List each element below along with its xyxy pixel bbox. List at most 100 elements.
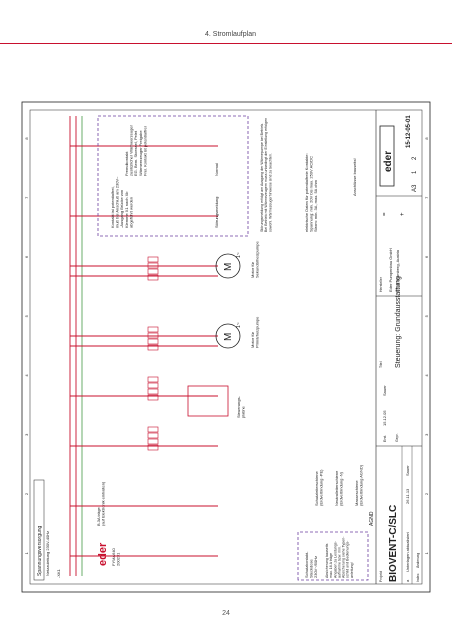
rotated-drawing: 1 1 2 2 3 3 4 4 5 5 6 6 7 7 8 8 Spannungsversorgung Net… [18,98,434,596]
terminal [147,444,159,451]
column-marker-bottom: 6 [424,255,429,258]
titel-value: Steuerung: Grundausstattung [395,276,402,368]
zeichnungsnr: 15-12-05-01 [406,115,412,148]
hersteller-label: Hersteller [379,276,383,292]
terminal [147,326,159,333]
schematic-svg: 1 1 2 2 3 3 4 4 5 5 6 6 7 7 8 8 Spannungsversorgung Net… [21,101,431,593]
title-block: Projekt BIOVENT-C/SLC a Unterlagen aktua… [375,110,422,584]
index-value: a [405,579,410,582]
blatt-value: 1 [412,170,418,174]
header-rule [0,43,452,44]
blatt-von-value: 2 [412,156,418,160]
terminal [147,426,159,433]
header-title: 4. Stromlaufplan [205,31,256,38]
motor-m2-sub: 1~ [236,252,242,258]
external-contact-box [97,115,249,237]
control-board-label: Steuerungs-platine [236,396,246,418]
format-value: A3 [412,184,418,192]
aenderung-value: Unterlagen aktualisiert [405,531,410,572]
page-number: 24 [222,610,230,617]
motor-m2-label: Motor fürSekundärheizpumpe [250,241,260,278]
warn-note: Störungsmeldung erfolgt am Ausgang der W… [260,118,272,232]
motor-m2-letter: M [223,263,234,271]
titel-label: Titel [379,361,383,368]
hersteller-logo: eder [383,151,394,172]
column-marker-top: 4 [24,374,29,377]
equals-symbol: = [382,212,388,216]
column-marker-top: 1 [24,551,29,554]
name-value: Sauer [405,465,410,476]
normal-label: Normal [214,163,219,176]
plus-symbol: + [400,212,406,216]
erst-name: Sauer [382,385,387,396]
column-marker-top: 6 [24,255,29,258]
column-marker-top: 5 [24,314,29,317]
eder-logo-box [379,125,395,187]
kontakt-note: Kontakt ist potentialfrei,muß bei Anschl… [110,176,133,228]
socket-box [297,531,369,581]
column-marker-bottom: 8 [424,137,429,140]
stoerung-label: Störungsmeldung [214,197,219,228]
terminal [147,388,159,395]
gepr-label: Gepr. [395,433,399,442]
socket-label: Schutzkontakt-Steckdose230V~/50Hz [304,551,318,578]
motor-m1 [215,323,241,349]
terminal [147,256,159,263]
frame-inner [29,109,423,585]
terminal [147,344,159,351]
anschluss-note: Anschlüsse bauseits! [352,158,357,196]
agnd-label: AGND [369,511,375,526]
absicherung-note: Absicherung bauseitsmax. 16 A trägeAngab… [325,536,354,578]
terminal [147,262,159,269]
page-header: 4. Stromlaufplan [0,31,452,51]
projekt-label: Projekt [379,571,383,582]
projekt-value: BIOVENT-C/SLC [388,505,399,582]
terminal [147,382,159,389]
frame-outer [21,101,431,593]
column-marker-top: 8 [24,137,29,140]
terminal [147,338,159,345]
schutzleiter-label: Schutzleiterschiene(Erdverbindung -PE) [314,469,324,506]
column-marker-top: 3 [24,433,29,436]
column-marker-bottom: 5 [424,314,429,317]
column-marker-bottom: 3 [424,433,429,436]
column-markers: 1 1 2 2 3 3 4 4 5 5 6 6 7 7 8 8 [24,137,429,555]
potfree-note: elektrische Daten für potentialfreie Kon… [304,153,318,232]
supply-label: Spannungsversorgung [37,525,43,576]
relay-box [187,385,229,417]
terminal [147,376,159,383]
terminal-blocks [147,256,159,451]
column-marker-bottom: 2 [424,492,429,495]
terminal [147,268,159,275]
rcd-label: B.3A träge(auf Elektronik einhalten) [96,481,106,526]
terminal [147,274,159,281]
terminal [147,438,159,445]
terminal [147,432,159,439]
column-marker-bottom: 1 [424,551,429,554]
aenderung-label: Änderung [416,553,420,568]
supply-box [33,479,45,581]
column-marker-top: 2 [24,492,29,495]
circuit-diagram-sheet: 1 1 2 2 3 3 4 4 5 5 6 6 7 7 8 8 Spannungsversorgung Net… [18,98,434,596]
column-marker-bottom: 4 [424,374,429,377]
hersteller-line1: Eder Pumpenbau GmbH [388,248,393,292]
terminal-xk1: -XK1 [56,568,61,578]
eder-model: FYMA640200231 [111,547,121,566]
column-marker-top: 7 [24,196,29,199]
motor-m1-label: Motor fürPrimärheizpumpe [250,316,260,348]
motor-m1-letter: M [223,333,234,341]
masse-label: Masseschiene(Erdverbindung AGND) [354,464,364,506]
index-label: Index [416,573,420,582]
hersteller-line2: 5733 Bramberg, Austria [395,249,400,292]
aussenfuehler-note: Fremdkontaktzusätzlicher WärmeerzeugerEG… [124,124,147,176]
column-marker-bottom: 7 [424,196,429,199]
motor-m2 [215,253,241,279]
supply-sub: Netzzuleitung 230V-40Hz [45,531,50,576]
terminal [147,394,159,401]
erst-label: Erst. [383,435,387,442]
motor-m1-sub: 1~ [236,322,242,328]
vertical-wires [70,145,218,557]
neutralleiter-label: Neutralleiterschiene(Erdverbindung -N) [334,470,344,506]
datum-value: 26.11.13 [405,488,410,504]
erst-date: 15.12.05 [382,410,387,426]
